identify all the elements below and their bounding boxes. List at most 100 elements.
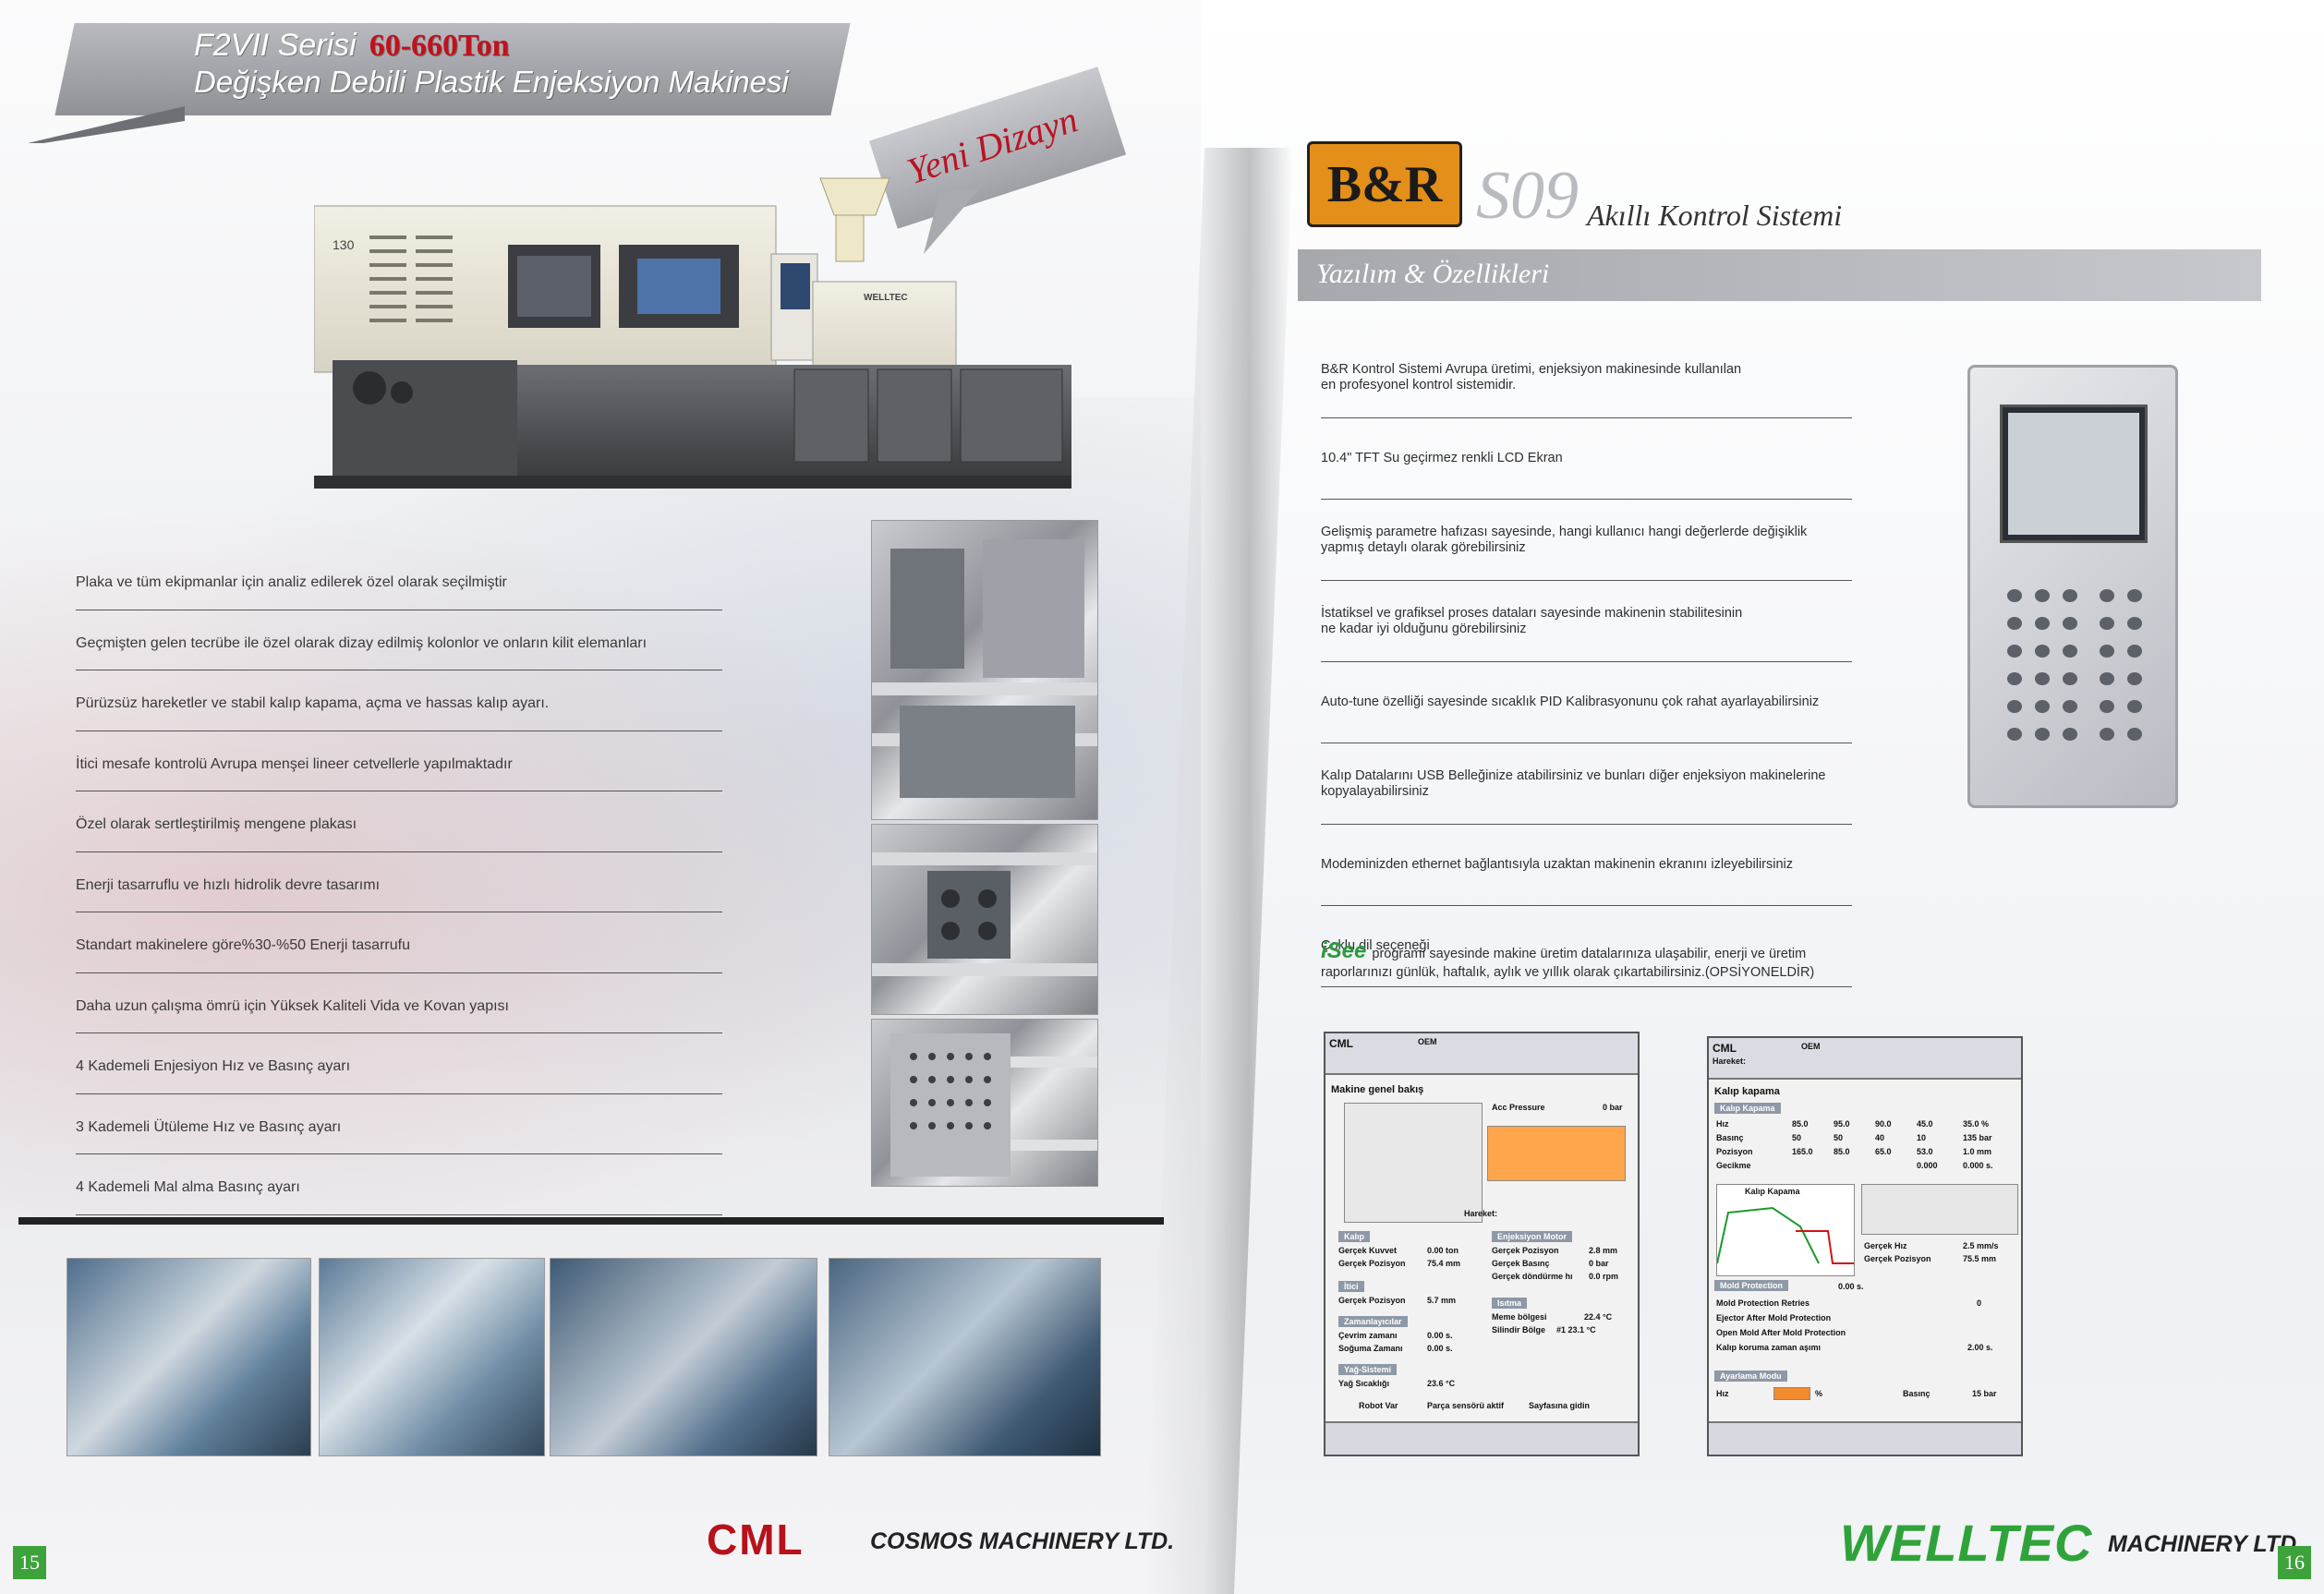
page-number-right: 16 [2278,1546,2311,1579]
spec-item: B&R Kontrol Sistemi Avrupa üretimi, enje… [1321,337,1852,418]
hmi-part-sensor: Parça sensörü aktif [1427,1401,1505,1410]
hmi-value: 0.00 s. [1838,1282,1864,1291]
hmi-header-mode: OEM [1801,1042,1821,1051]
hmi-label: Meme bölgesi [1492,1312,1547,1322]
spec-line: Kalıp Datalarını USB Belleğinize atabili… [1321,767,1826,783]
injection-machine-image: 130 WELLTEC [314,177,1071,489]
hmi-adjust-mode: Ayarlama Modu [1714,1371,1787,1382]
strip-photo-4 [829,1258,1101,1456]
hmi-acc-pressure: Acc Pressure [1492,1103,1545,1112]
hmi-title: Kalıp kapama [1714,1086,1780,1097]
cml-logo: CML [707,1515,805,1564]
hmi-label: Basınç [1903,1389,1931,1398]
hmi-label: Kalıp koruma zaman aşımı [1716,1343,1822,1352]
spec-item: Çoklu dil seçeneği [1321,906,1852,987]
hmi-row-label: Gecikme [1716,1161,1751,1170]
controller-screen [2000,405,2148,543]
machine-brand-label: WELLTEC [864,293,908,303]
hmi-value: 0.00 ton [1427,1246,1459,1255]
spec-item: Gelişmiş parametre hafızası sayesinde, h… [1321,500,1852,581]
hmi-value: 0 bar [1589,1259,1609,1268]
hmi-hareket: Hareket: [1464,1209,1498,1218]
section-title: Yazılım & Özellikleri [1316,259,1550,289]
hmi-mold-protection: Mold Protection [1714,1280,1788,1291]
hmi-value: 22.4 °C [1584,1312,1613,1322]
feature-item: Geçmişten gelen tecrübe ile özel olarak … [76,610,722,670]
hmi-cell: 95.0 [1834,1119,1850,1129]
title-subtitle: Değişken Debili Plastik Enjeksiyon Makin… [194,65,789,99]
hmi-label: Yağ Sıcaklığı [1338,1379,1390,1388]
hmi-itici: İtici [1338,1281,1364,1292]
hmi-value: 75.5 mm [1963,1254,1997,1263]
isee-line: raporlarınızı günlük, haftalık, aylık ve… [1321,964,1815,980]
isee-logo: iSee [1321,938,1367,963]
spec-line: İstatiksel ve grafiksel proses dataları … [1321,605,1743,621]
features-list: Plaka ve tüm ekipmanlar için analiz edil… [76,549,722,1215]
section-divider [18,1217,1164,1225]
hmi-label: Gerçek Pozisyon [1864,1254,1931,1263]
hmi-cell: 65.0 [1875,1147,1892,1156]
hmi-label: Silindir Bölge [1492,1325,1546,1334]
hmi-label: Mold Protection Retries [1716,1298,1810,1308]
hmi-row-label: Hız [1716,1119,1729,1129]
hmi-row-label: Basınç [1716,1133,1744,1142]
hmi-cell: 10 [1917,1133,1927,1142]
hmi-graph: Kalıp Kapama [1716,1184,1855,1276]
hmi-header-left: CML [1329,1037,1353,1050]
hmi-label: Gerçek Kuvvet [1338,1246,1398,1255]
isee-note: iSee programı sayesinde makine üretim dat… [1321,938,1838,981]
hmi-value: % [1815,1389,1823,1398]
model-subtitle: Akıllı Kontrol Sistemi [1587,199,1843,232]
spec-line: Çoklu dil seçeneği [1321,938,1430,954]
hmi-timers: Zamanlayıcılar [1338,1316,1408,1327]
hmi-robot: Robot Var [1359,1401,1398,1410]
hmi-cell: 50 [1834,1133,1844,1142]
feature-item: 3 Kademeli Ütüleme Hız ve Basınç ayarı [76,1094,722,1154]
spec-line: ne kadar iyi olduğunu görebilirsiniz [1321,621,1527,636]
welltec-company-name: MACHINERY LTD. [2108,1531,2304,1557]
hmi-cell: 90.0 [1875,1119,1892,1129]
spec-line: kopyalayabilirsiniz [1321,783,1429,799]
feature-item: Pürüzsüz hareketler ve stabil kalıp kapa… [76,670,722,731]
hmi-screen-mold-close: CML Hareket: OEM Kalıp kapama Kalıp Kapa… [1707,1036,2023,1456]
spec-item: Kalıp Datalarını USB Belleğinize atabili… [1321,743,1852,825]
feature-item: Özel olarak sertleştirilmiş mengene plak… [76,791,722,852]
hmi-row-label: Pozisyon [1716,1147,1753,1156]
machine-model-label: 130 [333,237,355,252]
hmi-header: CML Hareket: OEM [1709,1038,2021,1080]
closeup-photo-ejector [871,824,1098,1015]
hmi-label: Gerçek Pozisyon [1492,1246,1559,1255]
strip-photo-1 [67,1258,311,1456]
hmi-cell: 165.0 [1792,1147,1813,1156]
hmi-label: Gerçek Hız [1864,1241,1907,1250]
hmi-kalip: Kalıp [1338,1231,1371,1242]
hmi-value: 5.7 mm [1427,1296,1457,1305]
strip-photo-3 [550,1258,817,1456]
spec-line: Gelişmiş parametre hafızası sayesinde, h… [1321,524,1808,539]
feature-item: 4 Kademeli Mal alma Basınç ayarı [76,1154,722,1215]
title-tonnage: 60-660Ton [369,29,510,63]
hmi-goto-page: Sayfasına gidin [1529,1401,1591,1410]
title-banner [28,23,851,143]
hmi-label: Hız [1716,1389,1729,1398]
hmi-label: Çevrim zamanı [1338,1331,1398,1340]
spec-item: Auto-tune özelliği sayesinde sıcaklık PI… [1321,662,1852,743]
hmi-label: Ejector After Mold Protection [1716,1313,1832,1322]
hmi-value: #1 23.1 °C [1556,1325,1596,1334]
isee-line: programı sayesinde makine üretim datalar… [1372,947,1807,961]
hmi-label: Open Mold After Mold Protection [1716,1328,1846,1337]
hmi-cell: 1.0 mm [1963,1147,1992,1156]
cml-logo-text: CML [707,1516,805,1564]
cosmos-company-name: COSMOS MACHINERY LTD. [870,1528,1175,1554]
closeup-photo-platen [871,520,1098,820]
section-title-bar: Yazılım & Özellikleri [1298,249,2261,301]
feature-item: Daha uzun çalışma ömrü için Yüksek Kalit… [76,973,722,1033]
hmi-value: 23.6 °C [1427,1379,1456,1388]
hmi-cell: 85.0 [1834,1147,1850,1156]
feature-item: 4 Kademeli Enjesiyon Hız ve Basınç ayarı [76,1033,722,1094]
closeup-photo-mold-plate [871,1019,1098,1187]
hmi-cell: 85.0 [1792,1119,1809,1129]
hmi-cell: 50 [1792,1133,1802,1142]
hmi-label: Gerçek Basınç [1492,1259,1550,1268]
feature-item: Enerji tasarruflu ve hızlı hidrolik devr… [76,852,722,912]
